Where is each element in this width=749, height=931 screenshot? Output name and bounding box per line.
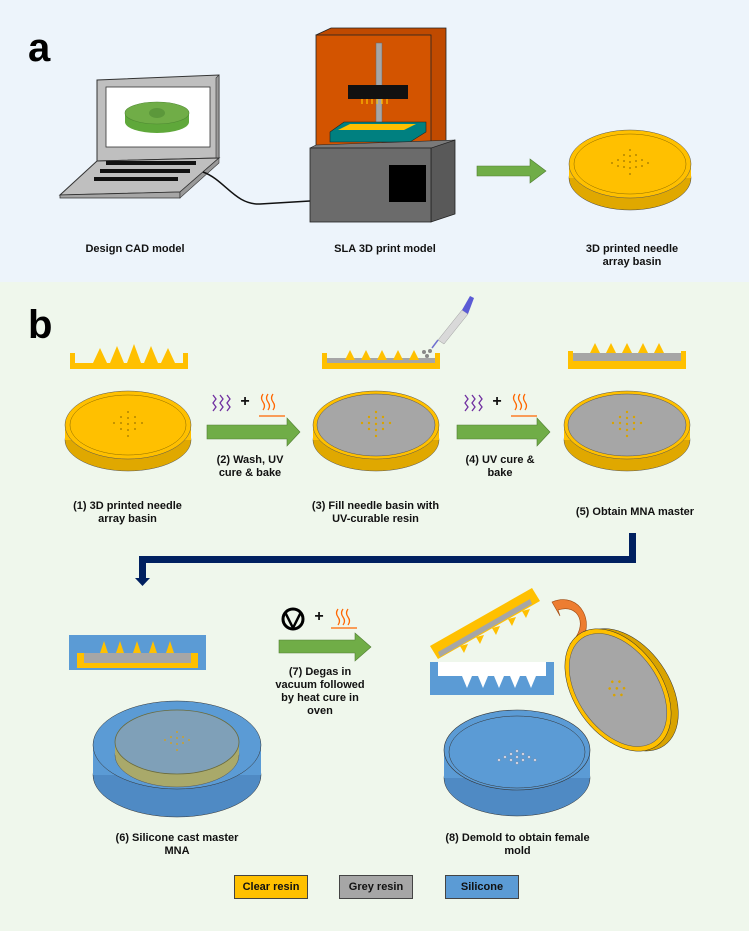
plus-sign-step2: + — [240, 393, 250, 410]
heat-icon-3 — [331, 608, 357, 629]
cad-model-disk-icon — [124, 101, 190, 133]
process-arrow-step7 — [278, 632, 372, 662]
process-arrow-a — [476, 158, 547, 184]
caption-step1: (1) 3D printed needle array basin — [73, 500, 182, 525]
caption-printed-basin: 3D printed needle array basin — [585, 243, 679, 268]
caption-step5: (5) Obtain MNA master — [575, 506, 695, 518]
caption-design-cad: Design CAD model — [85, 243, 185, 255]
pipette-icon — [422, 296, 474, 358]
master-disk-step5 — [563, 390, 691, 472]
cross-section-step5 — [568, 343, 686, 369]
cable — [202, 171, 311, 205]
flow-arrow-to-row2 — [135, 533, 636, 586]
cross-section-step1 — [70, 344, 188, 369]
uv-light-icon — [212, 394, 231, 412]
caption-step2: (2) Wash, UV cure & bake — [216, 454, 284, 479]
panel-label-a: a — [28, 26, 51, 70]
panel-b-background — [0, 282, 749, 931]
plus-sign-step7: + — [314, 608, 324, 625]
caption-step7: (7) Degas in vacuum followed by heat cur… — [275, 666, 365, 717]
plus-sign-step4: + — [492, 393, 502, 410]
legend-clear-resin: Clear resin — [234, 875, 308, 899]
caption-step4: (4) UV cure & bake — [465, 454, 535, 479]
process-arrow-step2 — [206, 417, 301, 447]
caption-step6: (6) Silicone cast master MNA — [115, 832, 239, 857]
uv-light-icon-2 — [464, 394, 483, 412]
caption-step8: (8) Demold to obtain female mold — [445, 832, 590, 857]
caption-sla-print: SLA 3D print model — [334, 243, 436, 255]
needle-basin-icon — [568, 129, 692, 211]
caption-step3: (3) Fill needle basin with UV-curable re… — [311, 500, 440, 525]
female-mold-cross-section — [430, 662, 554, 695]
master-disk-flipped — [564, 628, 679, 752]
laptop-icon — [58, 74, 221, 199]
vacuum-pump-icon — [281, 607, 305, 631]
cross-section-step6 — [69, 635, 206, 670]
sla-printer-icon — [309, 27, 456, 223]
female-mold-disk — [443, 709, 591, 817]
silicone-cast-disk-step6 — [92, 700, 262, 818]
basin-disk-step1 — [64, 390, 192, 472]
legend-silicone: Silicone — [445, 875, 519, 899]
basin-disk-step3 — [312, 390, 440, 472]
keyboard-keys — [94, 161, 196, 181]
heat-icon — [259, 393, 285, 417]
panel-label-b: b — [28, 303, 53, 347]
heat-icon-2 — [511, 393, 537, 417]
process-arrow-step4 — [456, 417, 551, 447]
demold-master-icon — [430, 588, 540, 659]
legend-grey-resin: Grey resin — [339, 875, 413, 899]
cross-section-step3 — [322, 350, 440, 369]
